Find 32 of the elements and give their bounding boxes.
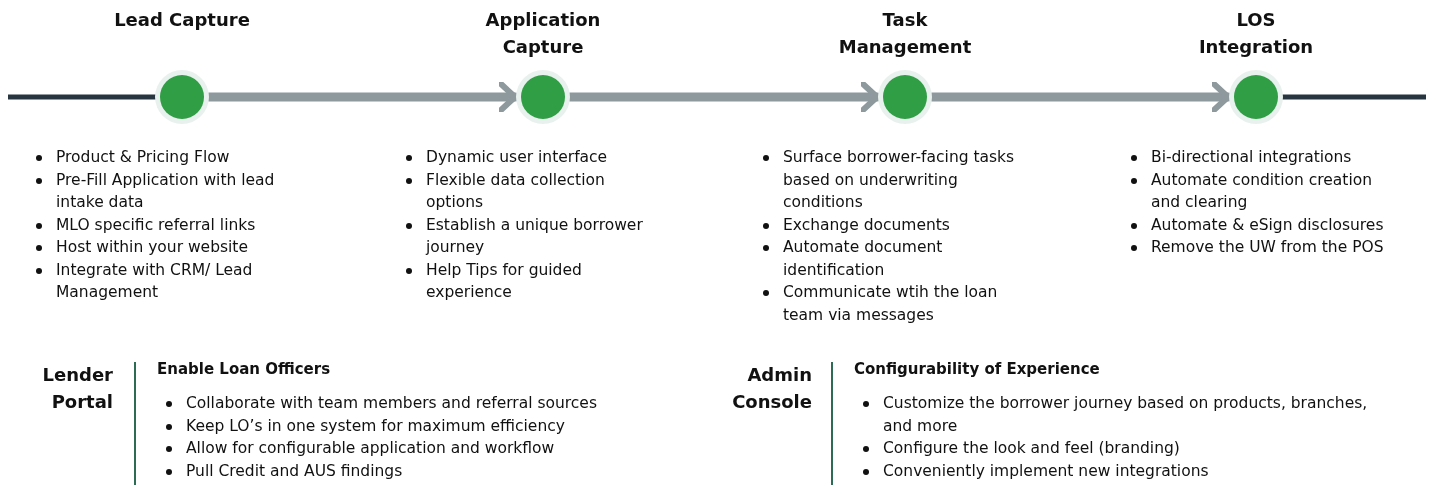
bullet-item: Surface borrower-facing tasks based on underwriting conditions xyxy=(757,146,1042,214)
bullet-item: Remove the UW from the POS xyxy=(1125,236,1390,259)
step-heading: Task Management xyxy=(837,8,973,59)
bullet-item: Automate & eSign disclosures xyxy=(1125,213,1390,236)
bullet-item: Pre-Fill Application with lead intake data xyxy=(30,168,320,214)
subheading: Enable Loan Officers xyxy=(157,360,331,378)
step-heading: Lead Capture xyxy=(113,8,251,32)
bullet-item: Product & Pricing Flow xyxy=(30,146,320,169)
bullet-item: Integrate with CRM/ Lead Management xyxy=(30,258,320,304)
bullet-item: Allow for configurable application and workflow xyxy=(160,437,680,460)
bullet-item: Host within your website xyxy=(30,236,320,259)
subheading: Configurability of Experience xyxy=(854,360,1100,378)
bullet-item: Collaborate with team members and referral sources xyxy=(160,392,680,415)
bullet-item: Conveniently implement new integrations xyxy=(857,459,1377,482)
bullet-item: Customize the borrower journey based on products, branches, and more xyxy=(857,392,1377,437)
bullet-item: Configure the look and feel (branding) xyxy=(857,437,1377,460)
section-heading: Lender Portal xyxy=(41,363,113,414)
bullet-item: Exchange documents xyxy=(757,213,1042,236)
bullet-item: Bi-directional integrations xyxy=(1125,146,1390,169)
bullet-item: Automate document identification xyxy=(757,236,1042,281)
bullet-item: MLO specific referral links xyxy=(30,213,320,236)
bullet-item: Dynamic user interface xyxy=(400,146,665,169)
bullet-item: Flexible data collection options xyxy=(400,168,665,214)
bullet-item: Establish a unique borrower journey xyxy=(400,213,665,259)
section-heading: Admin Console xyxy=(731,363,812,414)
bullet-item: Pull Credit and AUS findings xyxy=(160,459,680,482)
bullet-item: Help Tips for guided experience xyxy=(400,258,665,304)
bullet-item: Keep LO’s in one system for maximum efficiency xyxy=(160,414,680,437)
step-heading: LOS Integration xyxy=(1197,8,1315,59)
step-heading: Application Capture xyxy=(484,8,602,59)
bullet-item: Automate condition creation and clearing xyxy=(1125,168,1390,214)
bullet-item: Communicate wtih the loan team via messages xyxy=(757,281,1042,326)
